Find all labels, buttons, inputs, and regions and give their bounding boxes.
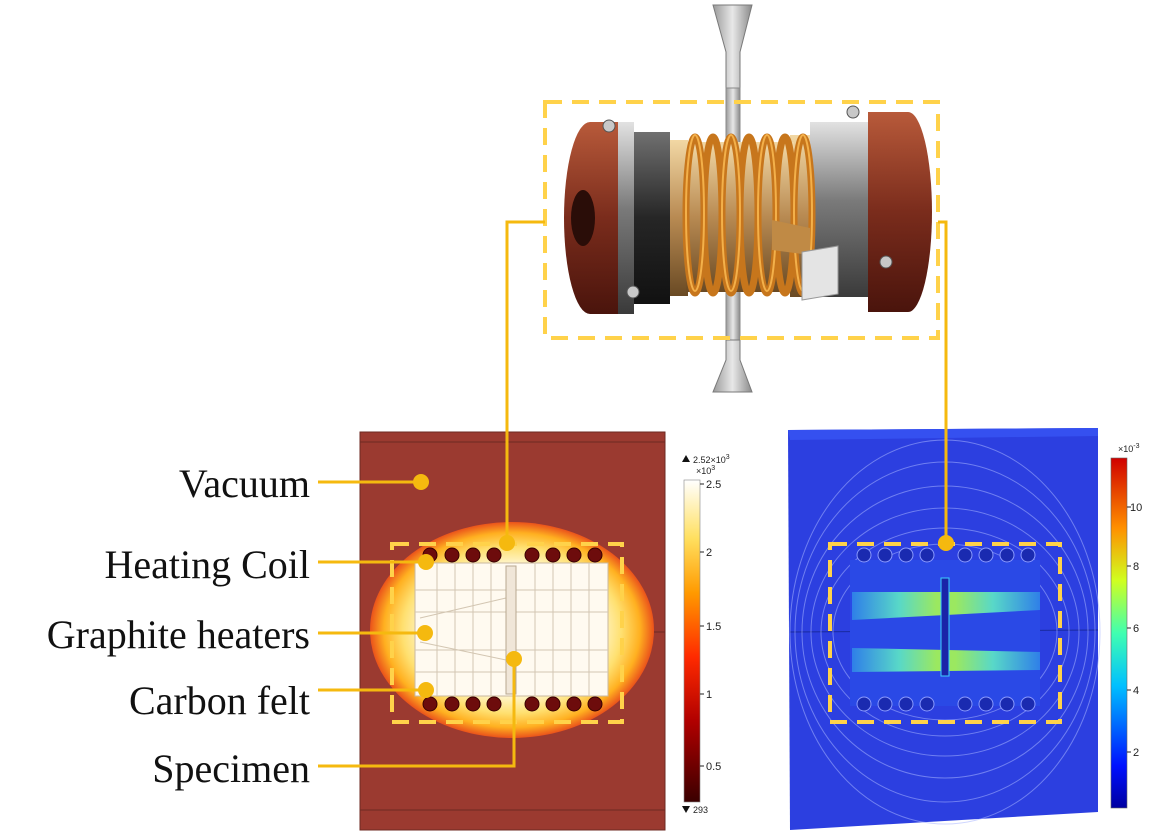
- temperature-max-label: 2.52×103: [693, 454, 730, 465]
- temperature-multiplier: ×103: [696, 465, 715, 476]
- left-steel-ring: [630, 132, 670, 304]
- label-graphite-heaters: Graphite heaters: [47, 612, 310, 657]
- temperature-colorbar: 2.52×103 ×103 2.5 2 1.5 1 0.5 293: [682, 454, 730, 815]
- field-colorbar: ×10-3 10 8 6 4 2: [1110, 443, 1142, 809]
- field-tick: 10: [1130, 502, 1142, 514]
- leader-dots: [413, 474, 954, 698]
- assembly-dashed-frame: [543, 100, 940, 340]
- label-heating-coil: Heating Coil: [104, 542, 310, 587]
- specimen-slot: [505, 565, 517, 695]
- right-copper-flange: [884, 112, 932, 312]
- bolt: [626, 285, 640, 299]
- temperature-min-label: 293: [693, 805, 708, 815]
- field-tick: 2: [1133, 747, 1139, 759]
- field-tick: 6: [1133, 623, 1139, 635]
- field-colorbar-gradient: [1110, 457, 1128, 809]
- temperature-tick: 1.5: [706, 621, 721, 633]
- label-carbon-felt: Carbon felt: [129, 678, 310, 723]
- leader-assembly-to-temperature: [505, 220, 545, 543]
- temperature-colorbar-gradient: [683, 479, 701, 803]
- leader-lines: [318, 220, 948, 768]
- field-tick: 8: [1133, 561, 1139, 573]
- field-specimen: [940, 577, 950, 677]
- leader-assembly-to-field: [938, 220, 948, 543]
- temperature-tick: 2.5: [706, 479, 721, 491]
- temperature-simulation-panel: [359, 431, 666, 831]
- furnace-assembly-illustration: [564, 4, 932, 393]
- bolt: [879, 255, 893, 269]
- field-simulation-panel: [788, 428, 1101, 830]
- label-vacuum: Vacuum: [179, 461, 310, 506]
- label-specimen: Specimen: [152, 746, 310, 791]
- heating-coil-cross-sections: [422, 547, 603, 712]
- temperature-tick: 1: [706, 689, 712, 701]
- coil-lead: [772, 220, 810, 255]
- field-coil-cross-sections: [856, 547, 1036, 712]
- temperature-tick: 2: [706, 547, 712, 559]
- specimen-bar-top-grip: [712, 4, 753, 91]
- field-multiplier: ×10-3: [1118, 443, 1140, 454]
- leader-specimen: [318, 659, 516, 768]
- bolt: [846, 105, 860, 119]
- field-tick: 4: [1133, 685, 1139, 697]
- temperature-tick: 0.5: [706, 761, 721, 773]
- specimen-clamp: [801, 245, 839, 301]
- specimen-bar-bottom-grip: [712, 339, 753, 393]
- bolt: [602, 119, 616, 133]
